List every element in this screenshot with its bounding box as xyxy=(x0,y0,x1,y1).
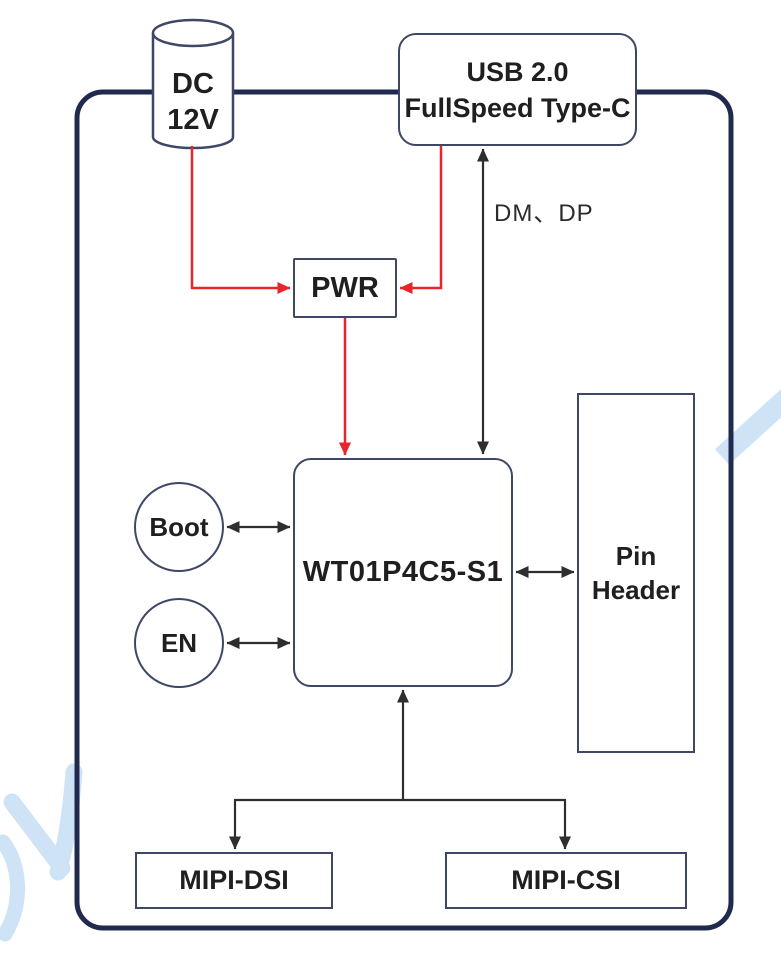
dc-cylinder-top xyxy=(151,18,235,48)
usb-label-line1: USB 2.0 xyxy=(466,56,569,87)
dc-label-line1: DC xyxy=(172,68,214,100)
dc-label-line2: 12V xyxy=(167,104,219,136)
dc-cylinder xyxy=(151,18,235,150)
usb-label-line2: FullSpeed Type-C xyxy=(404,92,631,123)
en-node: EN xyxy=(134,598,224,688)
chip-node: WT01P4C5-S1 xyxy=(293,458,513,687)
power-connectors xyxy=(190,146,443,456)
power-line-usb-to-pwr xyxy=(399,146,443,294)
boot-label: Boot xyxy=(149,511,209,542)
mipi-csi-label: MIPI-CSI xyxy=(511,865,621,895)
boot-node: Boot xyxy=(134,482,224,572)
mipi-dsi-node: MIPI-DSI xyxy=(135,852,333,909)
en-label: EN xyxy=(160,627,198,658)
watermark-strokes xyxy=(0,389,781,942)
pin-header-label-line2: Header xyxy=(591,575,681,605)
watermark-stroke-c xyxy=(0,834,26,942)
signal-connectors xyxy=(226,148,575,850)
pwr-node: PWR xyxy=(293,258,397,318)
pin-header-label-line1: Pin xyxy=(615,541,657,571)
dm-dp-label: DM、DP xyxy=(494,200,594,227)
pwr-label: PWR xyxy=(311,271,379,304)
power-line-dc-to-pwr xyxy=(190,146,291,294)
chip-label: WT01P4C5-S1 xyxy=(302,556,504,588)
mipi-csi-node: MIPI-CSI xyxy=(445,852,687,909)
pin-header-node: Pin Header xyxy=(577,393,695,753)
mipi-dsi-label: MIPI-DSI xyxy=(179,865,289,895)
watermark-stroke-b xyxy=(49,763,83,881)
usb-node: USB 2.0 FullSpeed Type-C xyxy=(398,33,637,146)
dc-12v-node: DC 12V xyxy=(151,66,235,138)
watermark-stripe-right xyxy=(714,389,781,465)
